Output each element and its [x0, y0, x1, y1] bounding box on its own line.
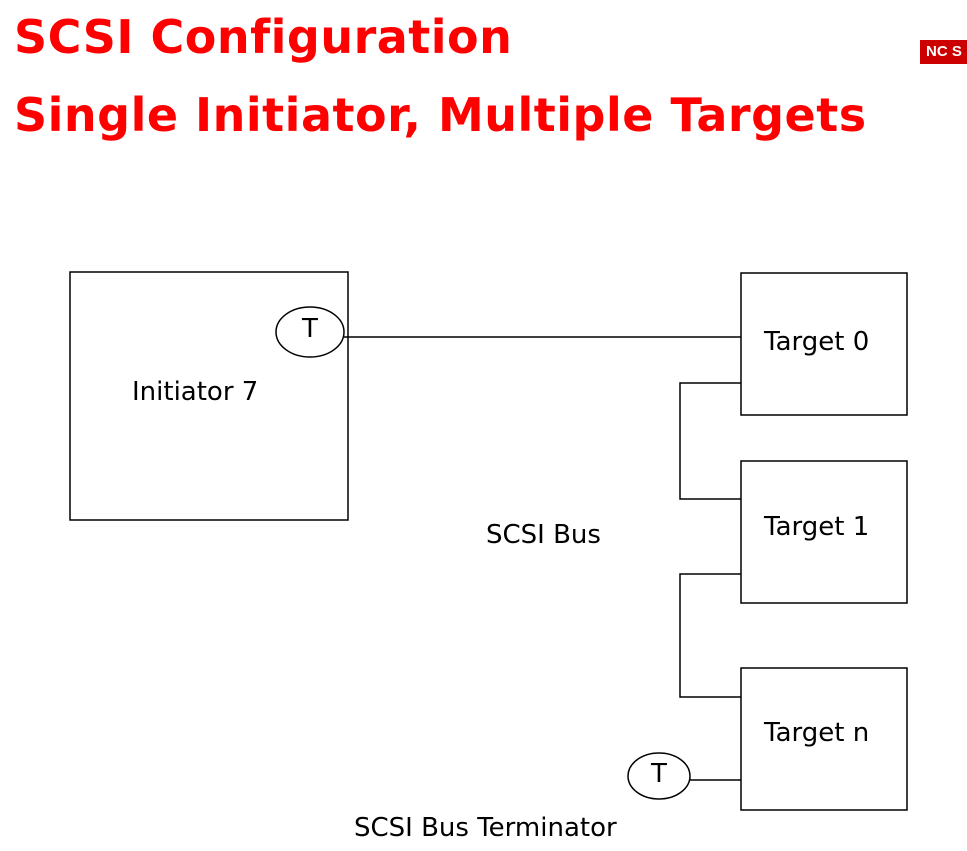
slide-title-line-2: Single Initiator, Multiple Targets — [14, 88, 867, 142]
initiator-label: Initiator 7 — [132, 377, 258, 407]
target-n-box — [740, 667, 908, 811]
initiator-terminator-circle — [275, 306, 345, 358]
target-1-label: Target 1 — [763, 512, 869, 542]
bus-link-target1-targetn — [679, 573, 741, 698]
terminator-caption: SCSI Bus Terminator — [354, 813, 617, 843]
target-0-label: Target 0 — [763, 327, 869, 357]
end-terminator-circle — [627, 752, 691, 800]
bus-link-target0-target1 — [679, 382, 741, 500]
target-1-box — [740, 460, 908, 604]
target-0-box — [740, 272, 908, 416]
initiator-terminator-symbol: T — [301, 314, 318, 344]
target-n-label: Target n — [763, 718, 869, 748]
logo-badge: NC S — [920, 40, 967, 64]
slide-title-line-1: SCSI Configuration — [14, 10, 513, 64]
end-terminator-symbol: T — [650, 759, 667, 789]
initiator-box — [69, 271, 349, 521]
bus-label: SCSI Bus — [486, 520, 601, 550]
